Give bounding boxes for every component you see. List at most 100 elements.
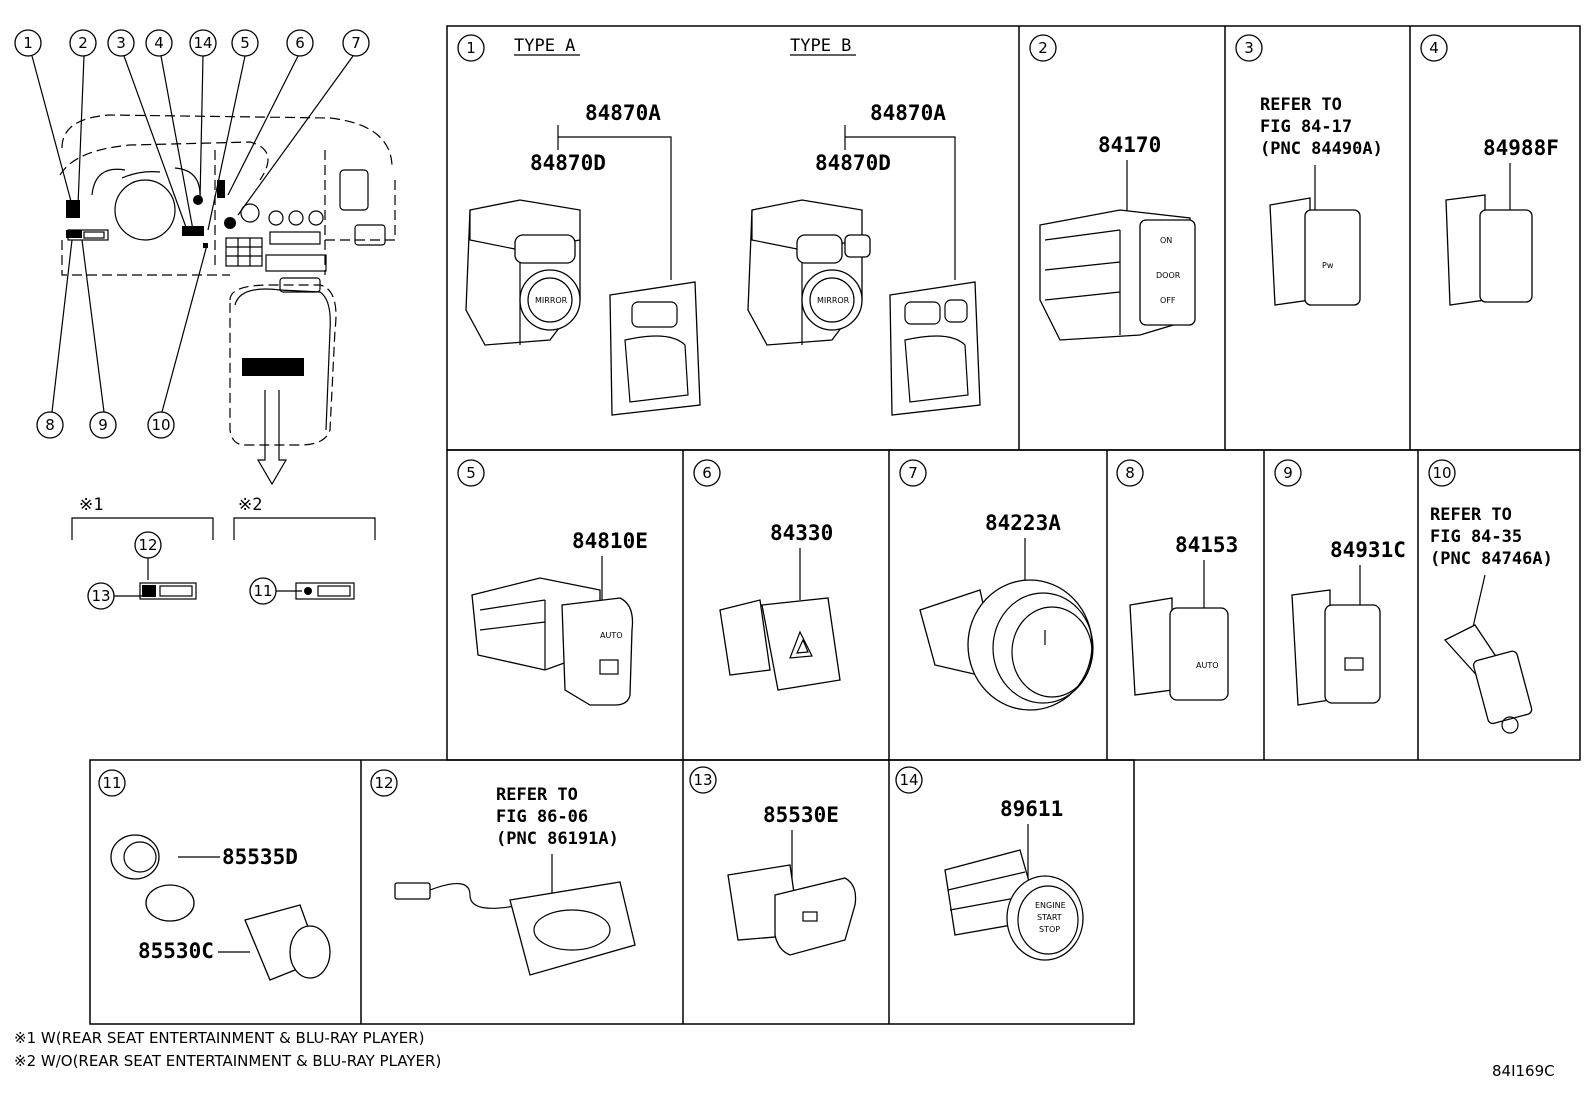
cell-12-refer[interactable]: 12 REFER TO FIG 86-06 (PNC 86191A) — [370, 769, 636, 976]
part-85535D: 85535D — [222, 845, 298, 869]
cell-13-number: 13 — [689, 766, 717, 794]
svg-text:MIRROR: MIRROR — [817, 296, 850, 305]
svg-text:FIG 84-17: FIG 84-17 — [1260, 117, 1352, 137]
overview-callout-11[interactable]: 11 — [249, 577, 277, 605]
overview-callout-12[interactable]: 12 — [134, 531, 162, 559]
cell-10-number: 10 — [1428, 459, 1456, 487]
svg-text:12: 12 — [138, 536, 157, 554]
type-a-label: TYPE A — [514, 36, 575, 56]
overview-callout-9[interactable]: 9 — [89, 411, 117, 439]
overview-callout-2[interactable]: 2 — [69, 29, 97, 57]
svg-text:5: 5 — [466, 464, 476, 482]
svg-text:(PNC 84490A): (PNC 84490A) — [1260, 139, 1383, 159]
svg-text:6: 6 — [702, 464, 712, 482]
svg-text:FIG 86-06: FIG 86-06 — [496, 807, 588, 827]
cell-1-mirror-switch[interactable]: 1 TYPE A TYPE B 84870A 84870D MIRROR 848… — [457, 34, 981, 416]
svg-text:ENGINE: ENGINE — [1035, 901, 1066, 910]
part-84870D-type-b: 84870D — [815, 151, 891, 175]
svg-text:OFF: OFF — [1160, 296, 1176, 305]
svg-text:REFER TO: REFER TO — [496, 785, 578, 805]
cell-3-refer[interactable]: 3 REFER TO FIG 84-17 (PNC 84490A) Pᴡ — [1235, 34, 1383, 306]
overview-callout-8[interactable]: 8 — [36, 411, 64, 439]
overview-callout-4[interactable]: 4 — [145, 29, 173, 57]
svg-text:STOP: STOP — [1039, 925, 1060, 934]
cell-4-switch[interactable]: 4 84988F — [1420, 34, 1559, 306]
svg-text:Pᴡ: Pᴡ — [1322, 261, 1334, 270]
cell-9-switch[interactable]: 9 84931C — [1274, 459, 1406, 706]
part-84810E: 84810E — [572, 529, 648, 553]
part-84931C: 84931C — [1330, 538, 1406, 562]
cell-7-dial-switch[interactable]: 7 84223A — [899, 459, 1094, 711]
svg-text:3: 3 — [1244, 39, 1254, 57]
part-84170: 84170 — [1098, 133, 1161, 157]
cell-6-number: 6 — [693, 459, 721, 487]
svg-text:5: 5 — [240, 34, 250, 52]
overview-callout-5[interactable]: 5 — [231, 29, 259, 57]
cell-7-number: 7 — [899, 459, 927, 487]
part-84870D-type-a: 84870D — [530, 151, 606, 175]
cell-5-switch[interactable]: 5 84810E AUTO — [457, 459, 648, 706]
overview-callout-1[interactable]: 1 — [14, 29, 42, 57]
svg-text:AUTO: AUTO — [600, 631, 623, 640]
cell-4-number: 4 — [1420, 34, 1448, 62]
figure-code: 84I169C — [1492, 1062, 1555, 1080]
svg-text:REFER TO: REFER TO — [1430, 505, 1512, 525]
cell-8-number: 8 — [1116, 459, 1144, 487]
svg-text:8: 8 — [45, 416, 55, 434]
cell-10-refer[interactable]: 10 REFER TO FIG 84-35 (PNC 84746A) — [1428, 459, 1553, 734]
svg-text:START: START — [1037, 913, 1062, 922]
svg-text:9: 9 — [98, 416, 108, 434]
svg-text:1: 1 — [23, 34, 33, 52]
svg-text:(PNC 86191A): (PNC 86191A) — [496, 829, 619, 849]
svg-text:4: 4 — [1429, 39, 1439, 57]
svg-text:9: 9 — [1283, 464, 1293, 482]
parts-grid — [89, 25, 1581, 1025]
svg-text:7: 7 — [351, 34, 361, 52]
cell-11-power-outlet[interactable]: 11 85535D 85530C — [98, 769, 331, 981]
part-89611: 89611 — [1000, 797, 1063, 821]
part-84870A-type-b: 84870A — [870, 101, 946, 125]
overview-callout-14[interactable]: 14 — [189, 29, 217, 57]
footnote-1: ※1 W(REAR SEAT ENTERTAINMENT & BLU-RAY P… — [14, 1029, 424, 1047]
svg-text:11: 11 — [253, 582, 272, 600]
cell-12-number: 12 — [370, 769, 398, 797]
overview-callout-6[interactable]: 6 — [286, 29, 314, 57]
part-84988F: 84988F — [1483, 136, 1559, 160]
cell-11-number: 11 — [98, 769, 126, 797]
type-b-label: TYPE B — [790, 36, 851, 56]
footnote-2: ※2 W/O(REAR SEAT ENTERTAINMENT & BLU-RAY… — [14, 1052, 441, 1070]
svg-text:3: 3 — [116, 34, 126, 52]
svg-text:10: 10 — [151, 416, 170, 434]
overview-callout-7[interactable]: 7 — [342, 29, 370, 57]
svg-text:2: 2 — [78, 34, 88, 52]
overview-callout-3[interactable]: 3 — [107, 29, 135, 57]
svg-text:7: 7 — [908, 464, 918, 482]
svg-text:FIG 84-35: FIG 84-35 — [1430, 527, 1522, 547]
svg-text:※2: ※2 — [238, 495, 262, 515]
svg-text:1: 1 — [466, 39, 476, 57]
cell-6-hazard-switch[interactable]: 6 84330 — [693, 459, 841, 691]
cell-2-number: 2 — [1029, 34, 1057, 62]
part-84870A-type-a: 84870A — [585, 101, 661, 125]
svg-text:11: 11 — [102, 774, 121, 792]
cell-2-dome-switch[interactable]: 2 84170 ON DOOR OFF — [1029, 34, 1196, 341]
cell-5-number: 5 — [457, 459, 485, 487]
cell-14-engine-start[interactable]: 14 89611 ENGINE START STOP — [895, 766, 1084, 961]
svg-text:8: 8 — [1125, 464, 1135, 482]
cell-13-switch[interactable]: 13 85530E — [689, 766, 857, 956]
svg-text:4: 4 — [154, 34, 164, 52]
svg-text:6: 6 — [295, 34, 305, 52]
overview-callout-10[interactable]: 10 — [147, 411, 175, 439]
dashboard-overview: 1 2 3 4 14 5 6 7 8 9 10 — [14, 29, 396, 610]
svg-text:14: 14 — [193, 34, 212, 52]
svg-text:12: 12 — [374, 774, 393, 792]
part-85530E: 85530E — [763, 803, 839, 827]
part-84223A: 84223A — [985, 511, 1061, 535]
cell-8-switch[interactable]: 8 84153 AUTO — [1116, 459, 1238, 701]
cell-1-number: 1 — [457, 34, 485, 62]
svg-text:13: 13 — [693, 771, 712, 789]
overview-callout-13[interactable]: 13 — [87, 582, 115, 610]
svg-text:10: 10 — [1432, 464, 1451, 482]
svg-text:DOOR: DOOR — [1156, 271, 1181, 280]
